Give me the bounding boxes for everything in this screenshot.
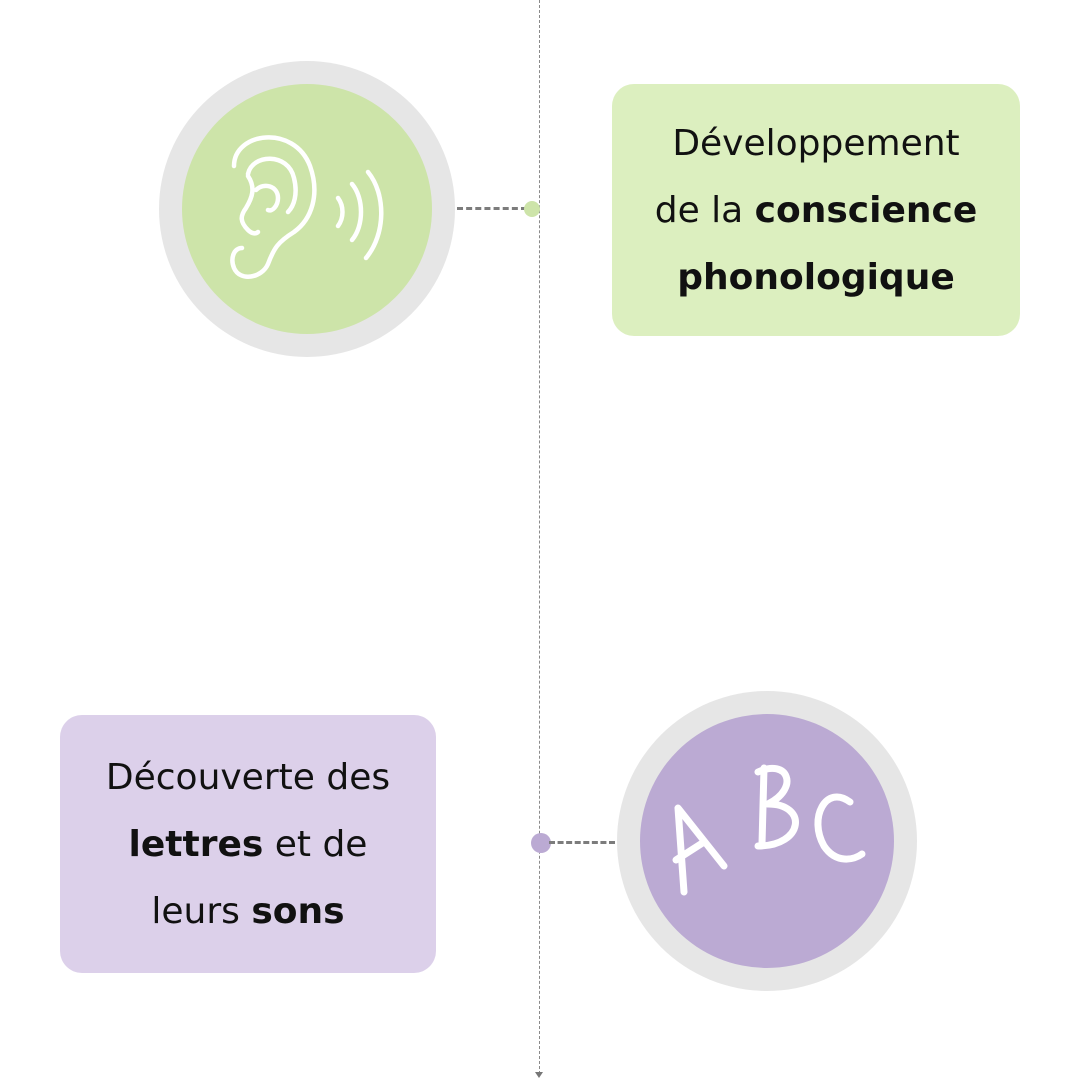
step-1-line-2-bold: conscience — [754, 189, 978, 231]
timeline-line — [539, 0, 540, 1074]
step-2-line-2-bold: lettres — [128, 823, 264, 865]
step-2-timeline-dot — [531, 833, 551, 853]
timeline-arrow-icon — [535, 1072, 543, 1078]
step-2-line-3-prefix: leurs — [151, 890, 252, 932]
step-1-timeline-dot — [524, 201, 540, 217]
step-2-line-3-bold: sons — [251, 890, 345, 932]
step-1-line-3-bold: phonologique — [677, 256, 955, 298]
step-1-line-1: Développement — [672, 122, 960, 164]
step-2-icon-circle — [640, 714, 894, 968]
step-1-icon-circle — [182, 84, 432, 334]
step-2-connector — [549, 841, 615, 844]
step-2-line-1: Découverte des — [105, 756, 391, 798]
step-1-connector — [457, 207, 527, 210]
step-1-card-text: Développement de la conscience phonologi… — [655, 110, 978, 311]
abc-letters-icon — [672, 764, 866, 896]
ear-sound-icon — [230, 135, 384, 279]
step-1-card: Développement de la conscience phonologi… — [612, 84, 1020, 336]
step-2-card-text: Découverte des lettres et de leurs sons — [106, 744, 390, 945]
step-1-line-2-prefix: de la — [654, 189, 755, 231]
step-2-line-2-suffix: et de — [263, 823, 368, 865]
step-2-card: Découverte des lettres et de leurs sons — [60, 715, 436, 973]
